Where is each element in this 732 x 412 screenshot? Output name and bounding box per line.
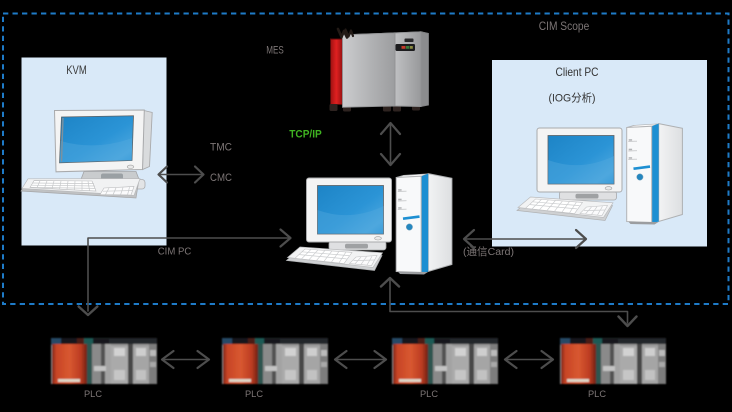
svg-text:CIM Scope: CIM Scope	[539, 19, 590, 33]
svg-text:MES: MES	[266, 45, 284, 57]
svg-text:(通信Card): (通信Card)	[463, 246, 514, 258]
svg-text:KVM: KVM	[66, 65, 87, 77]
svg-text:TCP/IP: TCP/IP	[289, 129, 322, 141]
svg-text:CMC: CMC	[210, 172, 232, 184]
svg-text:PLC: PLC	[245, 389, 263, 400]
svg-text:Client PC: Client PC	[556, 65, 599, 79]
svg-text:PLC: PLC	[84, 389, 102, 400]
svg-text:PLC: PLC	[588, 389, 606, 400]
svg-text:PLC: PLC	[420, 389, 438, 400]
svg-text:TMC: TMC	[210, 142, 232, 154]
svg-text:CIM PC: CIM PC	[158, 246, 192, 258]
svg-text:(IOG分析): (IOG分析)	[549, 91, 596, 105]
